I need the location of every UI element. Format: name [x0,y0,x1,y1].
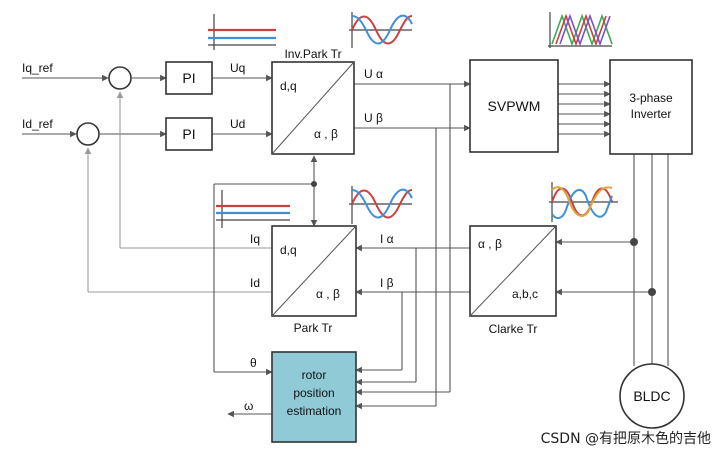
clarke-in-label: α , β [478,237,502,251]
iq-label: Iq [250,232,260,246]
junction-dots [311,181,656,296]
bldc-motor [619,363,685,429]
clarke-out-label: a,b,c [512,287,538,301]
inv-park-in-label: d,q [280,79,297,93]
inverter-block [609,59,693,155]
summing-junction-d [76,122,100,146]
rotor-label-line3: estimation [287,404,342,418]
park-title: Park Tr [294,321,333,335]
rotor-label-line2: position [293,386,334,400]
three-phase-wave-icon [549,182,618,222]
inverter-label-line2: Inverter [631,107,672,121]
inverter-label-line1: 3-phase [629,91,673,105]
u-alpha-label: U α [364,67,383,81]
alpha-beta-wave-icon-park [349,186,413,224]
omega-label: ω [244,399,253,413]
watermark: CSDN @有把原木色的吉他 [540,431,711,447]
bldc-label: BLDC [633,388,670,404]
inv-park-out-label: α , β [314,127,338,141]
rotor-estimation-block [271,351,357,443]
dq-signal-icon-park [216,190,290,228]
uq-label: Uq [230,61,245,75]
park-in-label: d,q [280,243,297,257]
dq-signal-icon-top [208,14,276,50]
pi-q-label: PI [182,70,195,86]
summing-junction-q [108,66,132,90]
inv-park-title: Inv.Park Tr [284,47,341,61]
pwm-wave-icon [548,12,613,48]
id-label: Id [250,276,260,290]
alpha-beta-wave-icon-top [349,12,413,48]
i-beta-label: I β [380,276,394,290]
iq-ref-label: Iq_ref [22,61,53,75]
pi-d-label: PI [182,126,195,142]
clarke-title: Clarke Tr [489,322,538,336]
signal-wires [22,74,669,418]
u-beta-label: U β [364,111,383,125]
svpwm-block [469,59,559,153]
pi-q-block [165,61,213,95]
svpwm-label: SVPWM [488,98,541,114]
rotor-label-line1: rotor [302,368,327,382]
pi-d-block [165,117,213,151]
park-out-label: α , β [316,287,340,301]
i-alpha-label: I α [380,232,394,246]
ud-label: Ud [230,117,245,131]
theta-label: θ [250,356,257,370]
id-ref-label: Id_ref [22,117,53,131]
